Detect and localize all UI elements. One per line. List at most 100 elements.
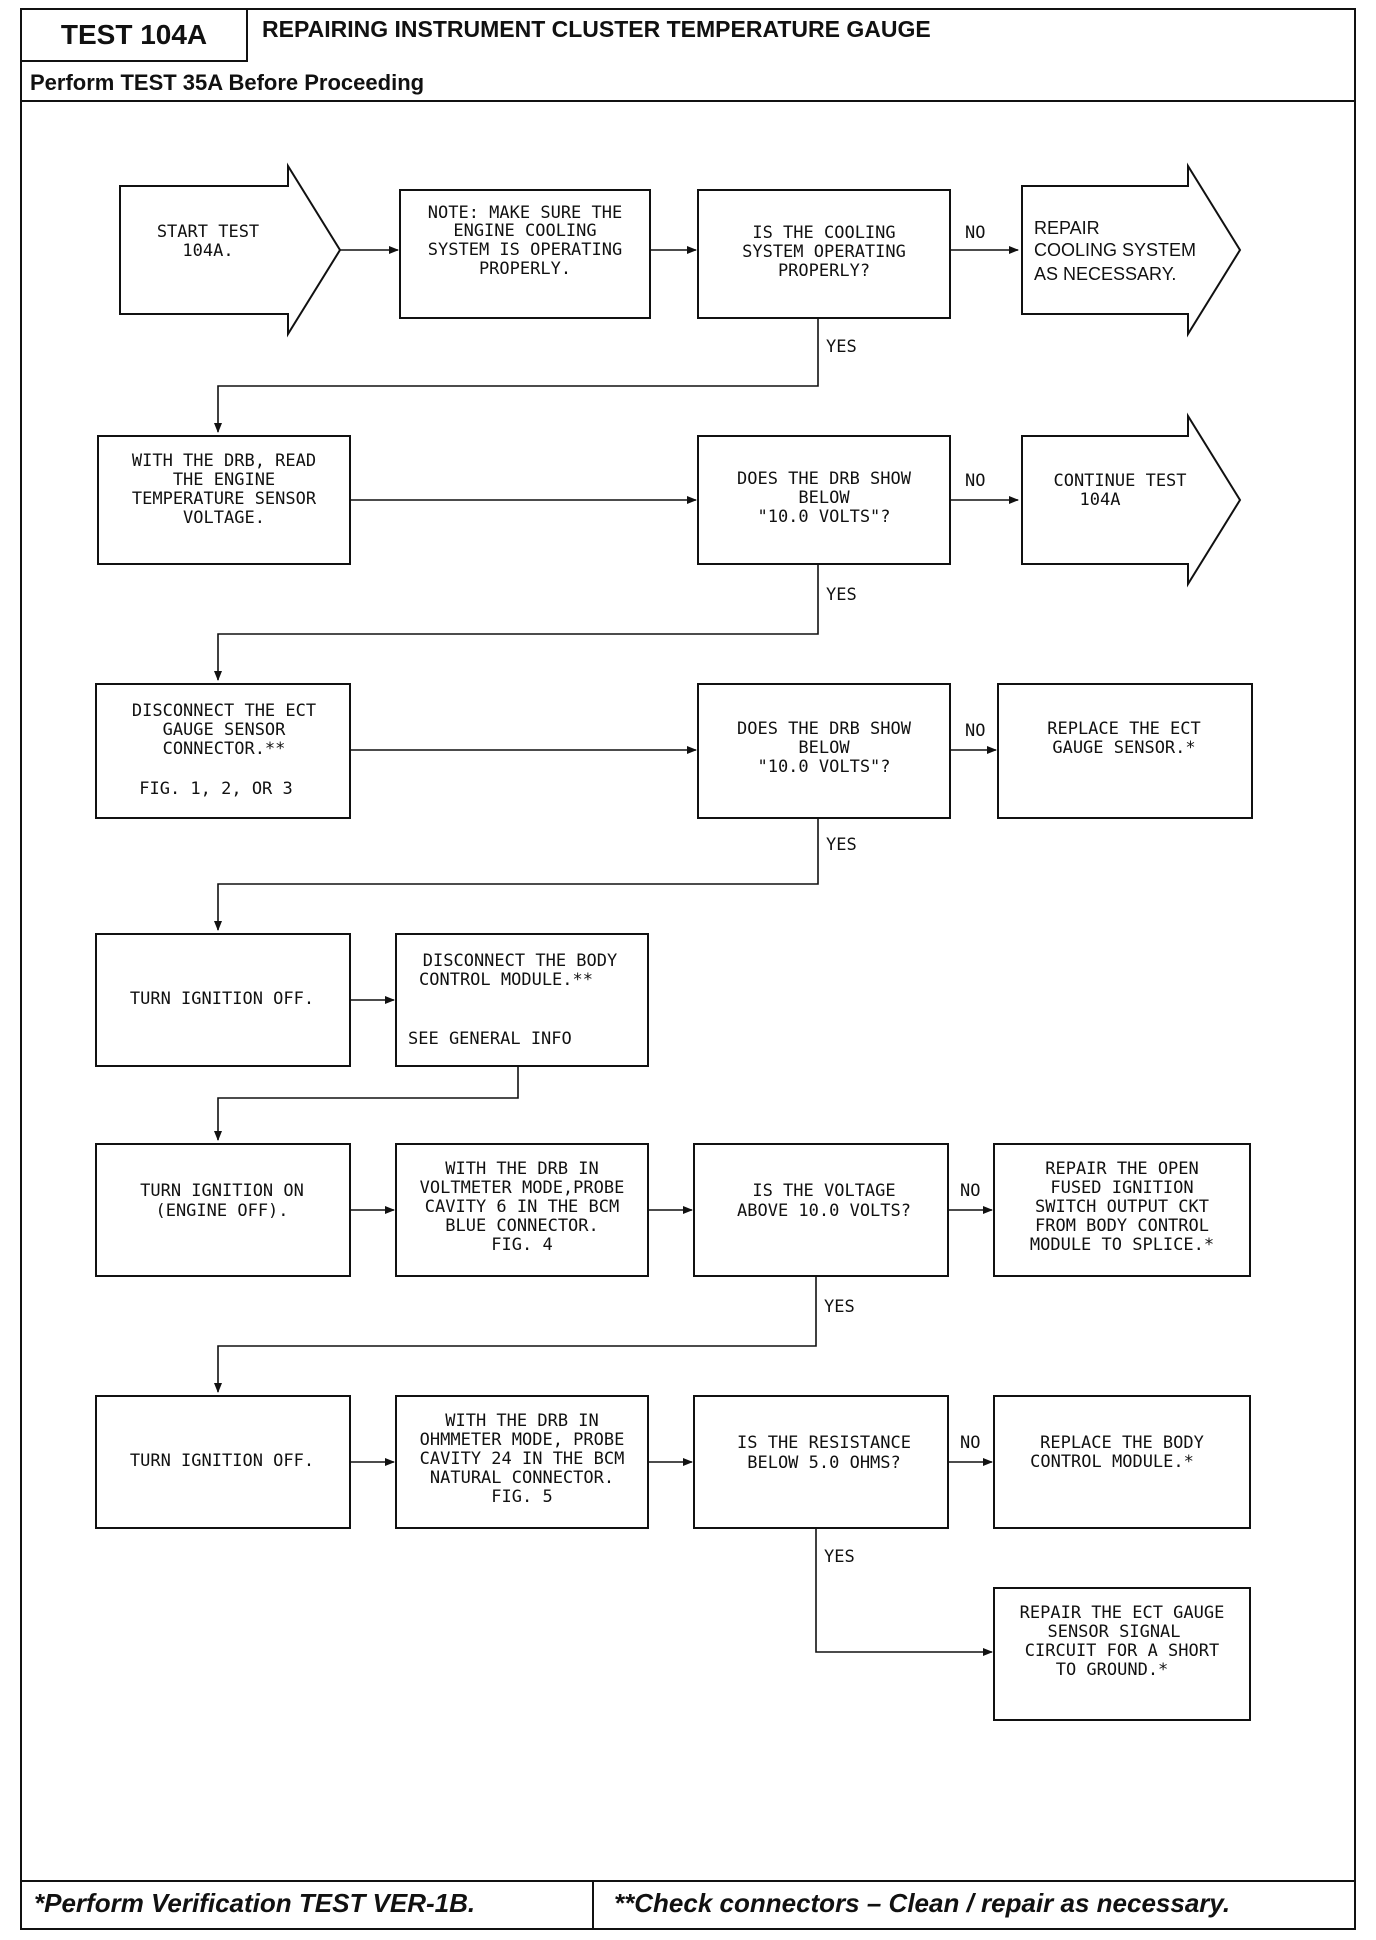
no-label: NO <box>965 721 985 741</box>
voltmeter-box: WITH THE DRB IN VOLTMETER MODE,PROBE CAV… <box>395 1143 649 1277</box>
ignition-off-box-1: TURN IGNITION OFF. <box>95 933 351 1067</box>
svg-text:AS NECESSARY.: AS NECESSARY. <box>1034 264 1176 284</box>
svg-text:FUSED IGNITION: FUSED IGNITION <box>1050 1178 1193 1198</box>
svg-text:REPLACE THE ECT: REPLACE THE ECT <box>1047 719 1201 739</box>
svg-text:TURN IGNITION OFF.: TURN IGNITION OFF. <box>130 989 314 1009</box>
resistance-question-box: IS THE RESISTANCE BELOW 5.0 OHMS? <box>693 1395 949 1529</box>
disconnect-bcm-box: DISCONNECT THE BODY CONTROL MODULE.** SE… <box>395 933 649 1067</box>
yes-label: YES <box>826 337 857 357</box>
svg-text:BLUE CONNECTOR.: BLUE CONNECTOR. <box>445 1216 599 1236</box>
svg-text:CAVITY 24 IN THE BCM: CAVITY 24 IN THE BCM <box>420 1449 625 1469</box>
start-line-2: 104A. <box>182 241 233 261</box>
svg-text:DOES THE DRB SHOW: DOES THE DRB SHOW <box>737 469 912 489</box>
header-divider <box>22 100 1354 102</box>
svg-text:SYSTEM IS OPERATING: SYSTEM IS OPERATING <box>428 240 622 260</box>
page-title: REPAIRING INSTRUMENT CLUSTER TEMPERATURE… <box>262 16 931 42</box>
svg-text:DISCONNECT THE BODY: DISCONNECT THE BODY <box>423 951 617 971</box>
svg-text:WITH THE DRB IN: WITH THE DRB IN <box>445 1159 599 1179</box>
svg-text:REPAIR THE ECT GAUGE: REPAIR THE ECT GAUGE <box>1020 1603 1225 1623</box>
svg-text:CAVITY 6 IN THE BCM: CAVITY 6 IN THE BCM <box>425 1197 619 1217</box>
svg-text:"10.0 VOLTS"?: "10.0 VOLTS"? <box>757 757 890 777</box>
svg-text:VOLTMETER MODE,PROBE: VOLTMETER MODE,PROBE <box>420 1178 625 1198</box>
svg-text:TURN IGNITION ON: TURN IGNITION ON <box>140 1181 304 1201</box>
voltage-question-box: IS THE VOLTAGE ABOVE 10.0 VOLTS? <box>693 1143 949 1277</box>
no-label: NO <box>965 471 985 491</box>
drb-question-box-2: DOES THE DRB SHOW BELOW "10.0 VOLTS"? <box>697 683 951 819</box>
footer-column-divider <box>592 1880 594 1928</box>
continue-test-node: CONTINUE TEST 104A <box>1021 412 1242 588</box>
svg-text:SENSOR SIGNAL: SENSOR SIGNAL <box>1047 1622 1180 1642</box>
svg-text:ENGINE COOLING: ENGINE COOLING <box>453 221 596 241</box>
svg-text:CONNECTOR.**: CONNECTOR.** <box>163 739 286 759</box>
svg-text:WITH THE DRB, READ: WITH THE DRB, READ <box>132 451 316 471</box>
svg-text:OHMMETER MODE, PROBE: OHMMETER MODE, PROBE <box>420 1430 625 1450</box>
prerequisite-note: Perform TEST 35A Before Proceeding <box>30 70 425 95</box>
svg-text:THE ENGINE: THE ENGINE <box>173 470 275 490</box>
svg-text:FIG. 4: FIG. 4 <box>491 1235 552 1255</box>
svg-text:DOES THE DRB SHOW: DOES THE DRB SHOW <box>737 719 912 739</box>
replace-ect-box: REPLACE THE ECT GAUGE SENSOR.* <box>997 683 1253 819</box>
no-label: NO <box>960 1433 980 1453</box>
svg-text:VOLTAGE.: VOLTAGE. <box>183 508 265 528</box>
repair-cooling-node: REPAIR COOLING SYSTEM AS NECESSARY. <box>1021 162 1242 338</box>
repair-open-box: REPAIR THE OPEN FUSED IGNITION SWITCH OU… <box>993 1143 1251 1277</box>
svg-text:BELOW: BELOW <box>798 738 850 758</box>
ohmmeter-box: WITH THE DRB IN OHMMETER MODE, PROBE CAV… <box>395 1395 649 1529</box>
no-label: NO <box>960 1181 980 1201</box>
drb-question-box-1: DOES THE DRB SHOW BELOW "10.0 VOLTS"? <box>697 435 951 565</box>
svg-text:BELOW: BELOW <box>798 488 850 508</box>
svg-text:(ENGINE OFF).: (ENGINE OFF). <box>155 1201 288 1221</box>
svg-text:CIRCUIT FOR A SHORT: CIRCUIT FOR A SHORT <box>1025 1641 1219 1661</box>
svg-text:WITH THE DRB IN: WITH THE DRB IN <box>445 1411 599 1431</box>
svg-text:IS THE VOLTAGE: IS THE VOLTAGE <box>752 1181 895 1201</box>
yes-label: YES <box>824 1547 855 1567</box>
svg-text:GAUGE SENSOR.*: GAUGE SENSOR.* <box>1052 738 1195 758</box>
cooling-question-box: IS THE COOLING SYSTEM OPERATING PROPERLY… <box>697 189 951 319</box>
replace-bcm-box: REPLACE THE BODY CONTROL MODULE.* <box>993 1395 1251 1529</box>
svg-text:REPAIR: REPAIR <box>1034 218 1100 238</box>
svg-text:CONTROL MODULE.*: CONTROL MODULE.* <box>1030 1452 1194 1472</box>
svg-text:DISCONNECT THE ECT: DISCONNECT THE ECT <box>132 701 316 721</box>
yes-label: YES <box>826 835 857 855</box>
disconnect-ect-box: DISCONNECT THE ECT GAUGE SENSOR CONNECTO… <box>95 683 351 819</box>
yes-label: YES <box>824 1297 855 1317</box>
start-test-node: START TEST 104A. <box>119 162 342 338</box>
svg-text:TO GROUND.*: TO GROUND.* <box>1056 1660 1169 1680</box>
svg-text:IS THE RESISTANCE: IS THE RESISTANCE <box>737 1433 911 1453</box>
footer-divider <box>22 1880 1354 1882</box>
svg-text:REPLACE THE BODY: REPLACE THE BODY <box>1040 1433 1204 1453</box>
repair-ect-signal-box: REPAIR THE ECT GAUGE SENSOR SIGNAL CIRCU… <box>993 1587 1251 1721</box>
svg-text:NATURAL CONNECTOR.: NATURAL CONNECTOR. <box>430 1468 614 1488</box>
svg-text:CONTINUE TEST: CONTINUE TEST <box>1053 471 1186 491</box>
footer-connector-note: **Check connectors – Clean / repair as n… <box>614 1888 1231 1918</box>
svg-text:FIG. 5: FIG. 5 <box>491 1487 552 1507</box>
no-label: NO <box>965 223 985 243</box>
svg-text:FIG. 1, 2, OR 3: FIG. 1, 2, OR 3 <box>139 779 293 799</box>
svg-text:GAUGE SENSOR: GAUGE SENSOR <box>163 720 287 740</box>
svg-text:BELOW 5.0 OHMS?: BELOW 5.0 OHMS? <box>747 1453 901 1473</box>
svg-text:TURN IGNITION OFF.: TURN IGNITION OFF. <box>130 1451 314 1471</box>
svg-text:SWITCH OUTPUT CKT: SWITCH OUTPUT CKT <box>1035 1197 1209 1217</box>
svg-text:MODULE TO SPLICE.*: MODULE TO SPLICE.* <box>1030 1235 1214 1255</box>
svg-text:REPAIR THE OPEN: REPAIR THE OPEN <box>1045 1159 1199 1179</box>
svg-text:ABOVE 10.0 VOLTS?: ABOVE 10.0 VOLTS? <box>737 1201 911 1221</box>
svg-text:FROM BODY CONTROL: FROM BODY CONTROL <box>1035 1216 1209 1236</box>
svg-text:PROPERLY?: PROPERLY? <box>778 261 870 281</box>
svg-text:104A: 104A <box>1080 490 1121 510</box>
page-frame <box>20 8 1356 1930</box>
svg-text:IS THE COOLING: IS THE COOLING <box>752 223 895 243</box>
svg-text:"10.0 VOLTS"?: "10.0 VOLTS"? <box>757 507 890 527</box>
test-id: TEST 104A <box>22 10 248 62</box>
svg-text:SYSTEM OPERATING: SYSTEM OPERATING <box>742 242 906 262</box>
svg-text:TEMPERATURE SENSOR: TEMPERATURE SENSOR <box>132 489 317 509</box>
svg-text:PROPERLY.: PROPERLY. <box>479 259 571 279</box>
svg-text:COOLING SYSTEM: COOLING SYSTEM <box>1034 240 1196 260</box>
svg-text:SEE GENERAL INFO: SEE GENERAL INFO <box>408 1029 572 1049</box>
svg-text:CONTROL MODULE.**: CONTROL MODULE.** <box>419 970 593 990</box>
yes-label: YES <box>826 585 857 605</box>
ignition-off-box-2: TURN IGNITION OFF. <box>95 1395 351 1529</box>
read-voltage-box: WITH THE DRB, READ THE ENGINE TEMPERATUR… <box>97 435 351 565</box>
start-line-1: START TEST <box>157 222 259 242</box>
svg-text:NOTE: MAKE SURE THE: NOTE: MAKE SURE THE <box>428 203 622 223</box>
